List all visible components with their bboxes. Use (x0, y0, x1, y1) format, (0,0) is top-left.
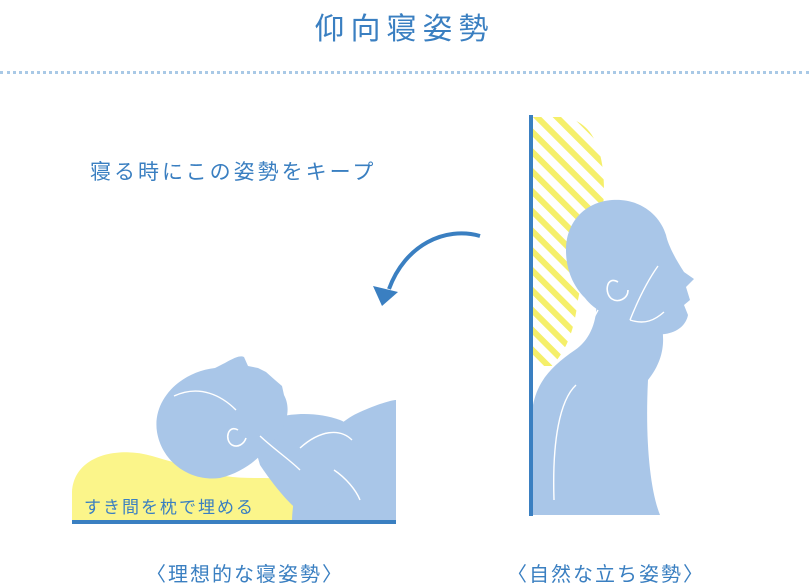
standing-head (566, 200, 694, 335)
caption-ideal-sleeping-posture: 〈理想的な寝姿勢〉 (146, 558, 344, 587)
standing-figure (531, 115, 694, 516)
curved-arrow-icon (373, 233, 480, 306)
caption-natural-standing-posture: 〈自然な立ち姿勢〉 (507, 558, 705, 587)
pillow-note: すき間を枕で埋める (84, 493, 255, 518)
